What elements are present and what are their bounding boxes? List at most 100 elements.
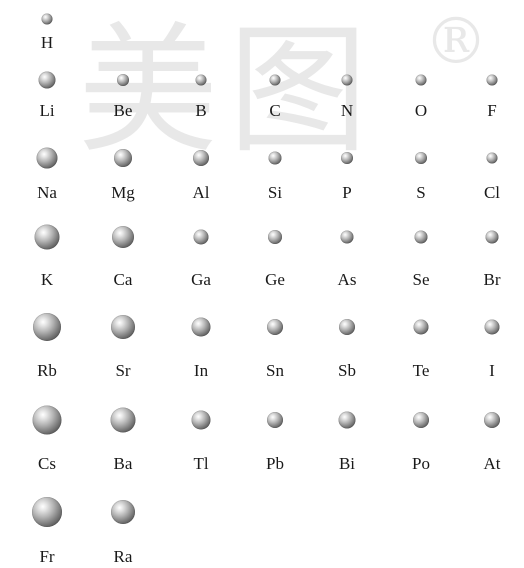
atom-symbol-label: Se [412, 270, 430, 289]
atom-n [341, 74, 353, 86]
atom-si [268, 151, 282, 165]
atom-ga [193, 229, 209, 245]
atom-al [193, 150, 209, 166]
atom-symbol-label: Cs [38, 454, 56, 473]
atom-symbol-label: Mg [111, 183, 135, 202]
atom-sphere [269, 74, 281, 86]
atom-rb [33, 313, 61, 341]
atom-sphere [484, 412, 500, 428]
atom-symbol-label: P [342, 183, 352, 202]
atom-ra [111, 500, 135, 524]
atom-symbol-label: Po [412, 454, 430, 473]
atom-symbol-label: Na [37, 183, 57, 202]
atom-sphere [191, 410, 211, 430]
atom-symbol-label: O [414, 101, 428, 120]
atom-sphere [193, 150, 209, 166]
atom-sr [111, 315, 135, 339]
atom-sphere [268, 151, 282, 165]
atom-symbol-label: Pb [266, 454, 284, 473]
atom-symbol-label: Ca [113, 270, 133, 289]
atom-ba [110, 407, 136, 433]
atom-c [269, 74, 281, 86]
atom-mg [114, 149, 132, 167]
atom-symbol-label: C [269, 101, 281, 120]
atom-f [486, 74, 498, 86]
atom-tl [191, 410, 211, 430]
atom-sphere [32, 497, 62, 527]
atom-sphere [414, 230, 428, 244]
atom-sphere [41, 13, 53, 25]
atom-symbol-label: Fr [39, 547, 55, 566]
atom-sb [339, 319, 355, 335]
atom-sphere [341, 152, 353, 164]
atom-sphere [415, 74, 427, 86]
atom-sphere [33, 313, 61, 341]
atom-sphere [413, 412, 429, 428]
atom-sphere [193, 229, 209, 245]
watermark-ideogram-2: 图 [228, 10, 369, 173]
atom-sphere [117, 74, 129, 86]
atom-symbol-label: Sb [338, 361, 356, 380]
atom-sphere [267, 319, 283, 335]
atom-cs [32, 405, 62, 435]
atom-symbol-label: Cl [483, 183, 501, 202]
atom-ge [268, 230, 282, 244]
atom-bi [338, 411, 356, 429]
atom-symbol-label: Li [39, 101, 55, 120]
atom-sphere [267, 412, 283, 428]
atom-k [34, 224, 60, 250]
atom-symbol-label: Tl [193, 454, 209, 473]
atom-symbol-label: Br [483, 270, 501, 289]
atom-sphere [111, 500, 135, 524]
atom-symbol-label: Si [267, 183, 283, 202]
registered-trademark-mark: ® [424, 5, 488, 79]
atom-h [41, 13, 53, 25]
atom-symbol-label: Ge [265, 270, 285, 289]
atom-sphere [415, 152, 427, 164]
atom-sphere [34, 224, 60, 250]
atom-fr [32, 497, 62, 527]
atom-sphere [484, 319, 500, 335]
atom-symbol-label: H [40, 33, 54, 52]
atom-sphere [114, 149, 132, 167]
atom-symbol-label: At [483, 454, 501, 473]
atom-pb [267, 412, 283, 428]
atom-o [415, 74, 427, 86]
atom-sphere [413, 319, 429, 335]
atom-symbol-label: S [416, 183, 426, 202]
atom-sphere [486, 152, 498, 164]
atom-s [415, 152, 427, 164]
atom-symbol-label: Bi [338, 454, 356, 473]
atom-symbol-label: Ra [113, 547, 133, 566]
atom-be [117, 74, 129, 86]
atom-symbol-label: B [195, 101, 207, 120]
atom-se [414, 230, 428, 244]
atom-symbol-label: I [489, 361, 495, 380]
atom-sphere [486, 74, 498, 86]
atom-symbol-label: Te [412, 361, 430, 380]
atom-cl [486, 152, 498, 164]
atom-at [484, 412, 500, 428]
atom-sphere [195, 74, 207, 86]
atom-sphere [340, 230, 354, 244]
atom-sphere [32, 405, 62, 435]
atom-in [191, 317, 211, 337]
atom-na [36, 147, 58, 169]
atom-sn [267, 319, 283, 335]
atom-b [195, 74, 207, 86]
atom-symbol-label: Sn [266, 361, 284, 380]
atom-po [413, 412, 429, 428]
atom-symbol-label: F [487, 101, 497, 120]
atom-symbol-label: As [337, 270, 357, 289]
atom-sphere [268, 230, 282, 244]
atom-sphere [339, 319, 355, 335]
atom-as [340, 230, 354, 244]
atom-sphere [485, 230, 499, 244]
atom-ca [112, 226, 134, 248]
atom-symbol-label: In [193, 361, 209, 380]
atom-sphere [191, 317, 211, 337]
atom-symbol-label: Ba [113, 454, 133, 473]
atom-li [38, 71, 56, 89]
atom-symbol-label: N [340, 101, 354, 120]
